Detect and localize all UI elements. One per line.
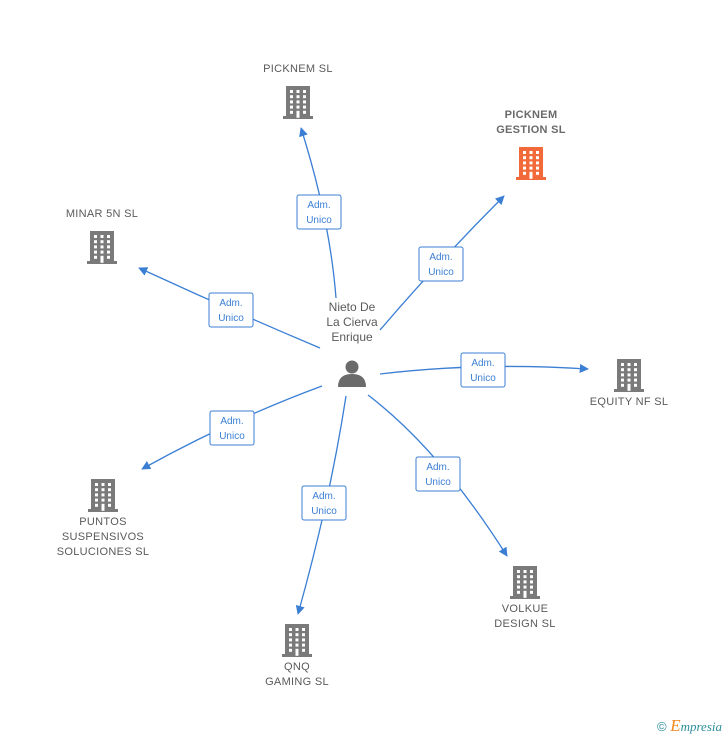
- building-icon: [88, 479, 118, 512]
- company-name-line: PICKNEM: [505, 109, 558, 121]
- edge-picknem: Adm. Unico: [296, 127, 342, 299]
- building-icon: [282, 624, 312, 657]
- brand-name: mpresia: [680, 719, 722, 734]
- brand-initial: E: [670, 716, 681, 735]
- edge-role-text: Adm.: [429, 252, 452, 263]
- edges-layer: Adm.UnicoAdm.UnicoAdm.UnicoAdm.UnicoAdm.…: [138, 127, 589, 615]
- building-icon: [283, 86, 313, 119]
- company-name-line: SUSPENSIVOS: [62, 531, 144, 543]
- building-icon: [516, 147, 546, 180]
- edge-role-text: Unico: [425, 477, 451, 488]
- building-icon: [614, 359, 644, 392]
- company-node-puntos-suspensivos[interactable]: PUNTOS SUSPENSIVOS SOLUCIONES SL: [57, 479, 150, 558]
- person-name-line: Enrique: [331, 330, 373, 344]
- company-name-line: PICKNEM SL: [263, 63, 333, 75]
- edge-role-label[interactable]: Adm. Unico: [209, 410, 255, 446]
- edge-role-label[interactable]: Adm. Unico: [418, 246, 464, 282]
- company-name-line: GAMING SL: [265, 676, 329, 688]
- edge-role-text: Unico: [306, 215, 332, 226]
- company-name-line: PUNTOS: [79, 516, 126, 528]
- person-name-line: La Cierva: [326, 315, 378, 329]
- company-name-line: VOLKUE: [502, 603, 548, 615]
- edge-role-label[interactable]: Adm. Unico: [301, 485, 347, 521]
- company-node-volkue-design[interactable]: VOLKUE DESIGN SL: [494, 566, 555, 630]
- company-name-line: SOLUCIONES SL: [57, 546, 150, 558]
- company-node-equity-nf[interactable]: EQUITY NF SL: [590, 359, 669, 408]
- edge-role-text: Adm.: [312, 491, 335, 502]
- company-node-qnq-gaming[interactable]: QNQ GAMING SL: [265, 624, 329, 688]
- edge-role-text: Unico: [218, 313, 244, 324]
- edge-role-text: Adm.: [426, 462, 449, 473]
- company-name-line: GESTION SL: [496, 124, 566, 136]
- company-node-picknem-gestion[interactable]: PICKNEM GESTION SL: [496, 109, 566, 180]
- edge-equity-nf: Adm. Unico: [379, 352, 589, 388]
- edge-role-text: Adm.: [471, 358, 494, 369]
- person-icon: [338, 360, 366, 387]
- edge-role-text: Unico: [219, 431, 245, 442]
- edge-role-text: Adm.: [220, 416, 243, 427]
- edge-volkue-design: Adm. Unico: [367, 394, 508, 557]
- company-node-minar-5n[interactable]: MINAR 5N SL: [66, 208, 138, 264]
- edge-role-label[interactable]: Adm. Unico: [460, 352, 506, 388]
- edge-role-label[interactable]: Adm. Unico: [415, 456, 461, 492]
- edge-minar-5n: Adm. Unico: [138, 267, 321, 349]
- edge-role-text: Unico: [470, 373, 496, 384]
- edge-role-text: Adm.: [307, 200, 330, 211]
- company-node-picknem[interactable]: PICKNEM SL: [263, 63, 333, 119]
- edge-puntos-suspensivos: Adm. Unico: [141, 385, 323, 470]
- edge-role-label[interactable]: Adm. Unico: [296, 194, 342, 230]
- edge-role-text: Unico: [311, 506, 337, 517]
- company-name-line: QNQ: [284, 661, 310, 673]
- copyright-symbol: ©: [656, 719, 667, 734]
- edge-picknem-gestion: Adm. Unico: [379, 195, 505, 331]
- building-icon: [87, 231, 117, 264]
- person-name-line: Nieto De: [329, 300, 376, 314]
- company-name-line: DESIGN SL: [494, 618, 555, 630]
- company-name-line: MINAR 5N SL: [66, 208, 138, 220]
- edge-role-label[interactable]: Adm. Unico: [208, 292, 254, 328]
- edge-role-text: Adm.: [219, 298, 242, 309]
- company-name-line: EQUITY NF SL: [590, 396, 669, 408]
- edge-qnq-gaming: Adm. Unico: [295, 395, 347, 615]
- copyright-footer: © Empresia: [657, 716, 722, 736]
- edge-role-text: Unico: [428, 267, 454, 278]
- building-icon: [510, 566, 540, 599]
